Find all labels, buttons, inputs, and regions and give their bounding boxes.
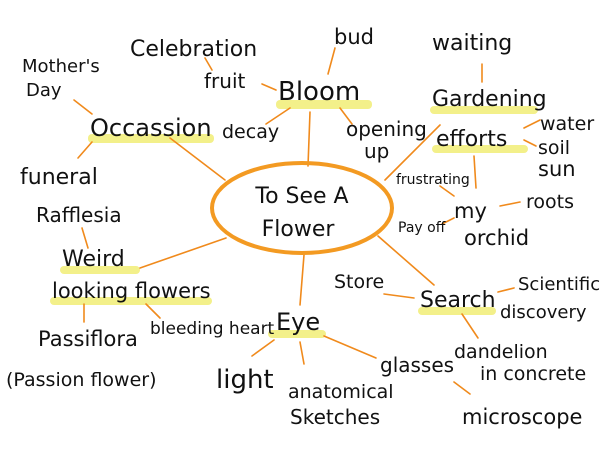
leaf-mothers-day-line2: Day: [26, 80, 62, 101]
branch-occasion: Occassion: [90, 114, 212, 142]
line-eye-glasses: [323, 335, 377, 359]
efforts-highlight: [432, 145, 528, 153]
leaf-funeral: funeral: [20, 165, 98, 190]
center-title-line2: Flower: [262, 217, 336, 242]
line-search-scientific: [497, 287, 515, 293]
connectors: [73, 47, 541, 395]
leaf-celebration: Celebration: [130, 37, 257, 62]
leaf-opening-line1: opening: [346, 117, 427, 141]
leaf-roots: roots: [526, 191, 574, 213]
line-occasion-funeral: [77, 141, 93, 159]
leaf-decay: decay: [222, 121, 279, 143]
occasion-highlight: [88, 134, 214, 143]
leaf-anatomical-line1: anatomical: [288, 381, 394, 403]
line-eye-light: [251, 339, 275, 357]
line-myorchid-payoff: [441, 217, 455, 225]
leaf-scientific-line1: Scientific: [518, 274, 600, 295]
line-weird-rafflesia: [81, 227, 89, 249]
line-efforts-soil: [523, 139, 537, 147]
weird-highlight: [60, 266, 140, 274]
leaf-rafflesia: Rafflesia: [36, 203, 122, 227]
leaf-bleeding-heart: bleeding heart: [150, 319, 275, 339]
line-glasses-microscope: [453, 381, 471, 395]
line-efforts-water: [523, 119, 541, 129]
branch-gardening-line2: efforts: [436, 127, 507, 152]
line-center-bloom: [307, 111, 311, 167]
branch-gardening-line1: Gardening: [432, 87, 547, 112]
line-center-search: [377, 235, 435, 286]
line-myorchid-roots: [499, 201, 521, 207]
leaf-soil: soil: [538, 137, 570, 159]
leaf-dandelion-line2: in concrete: [480, 363, 586, 385]
line-bloom-fruit: [261, 83, 277, 91]
leaf-passion-flower: (Passion flower): [6, 369, 157, 391]
leaf-water: water: [540, 113, 594, 135]
branch-search: Search: [420, 288, 496, 313]
bloom-highlight: [276, 100, 372, 109]
line-myorchid-frustrating: [439, 185, 455, 197]
leaf-glasses: glasses: [380, 353, 454, 377]
line-center-occasion: [169, 137, 226, 181]
leaf-opening-line2: up: [364, 139, 389, 163]
leaf-dandelion-line1: dandelion: [454, 341, 548, 363]
branch-weird-line1: Weird: [62, 247, 125, 272]
line-center-weird: [139, 237, 227, 269]
line-efforts-myorchid: [473, 155, 477, 189]
branch-eye: Eye: [276, 308, 320, 336]
line-bloom-decay: [265, 107, 291, 125]
line-fruit-celebration: [204, 57, 213, 71]
line-bloom-opening: [339, 107, 353, 125]
line-weird-bleeding: [145, 303, 161, 319]
leaf-fruit: fruit: [204, 69, 245, 93]
leaf-microscope: microscope: [462, 405, 582, 429]
leaf-passiflora: Passiflora: [38, 327, 138, 351]
leaf-myorchid-line2: orchid: [464, 226, 529, 250]
search-highlight: [418, 307, 496, 315]
leaf-store: Store: [334, 271, 384, 293]
highlights: [50, 100, 538, 338]
gardening-highlight: [430, 106, 538, 114]
leaf-sun: sun: [538, 157, 576, 181]
line-search-store: [383, 293, 415, 299]
leaf-myorchid-line1: my: [454, 199, 487, 223]
line-eye-anatomical: [299, 341, 305, 365]
leaf-payoff: Pay off: [398, 220, 446, 236]
line-search-dandelion: [461, 313, 479, 339]
line-center-eye: [299, 254, 305, 306]
leaf-light: light: [216, 365, 274, 395]
branch-bloom: Bloom: [278, 77, 360, 107]
leaf-anatomical-line2: Sketches: [290, 405, 380, 429]
leaf-scientific-line2: discovery: [500, 302, 587, 323]
leaf-frustrating: frustrating: [396, 172, 470, 188]
branch-weird-line2: looking flowers: [52, 279, 211, 303]
eye-highlight: [268, 330, 326, 338]
center-ellipse: [210, 161, 394, 255]
leaf-mothers-day-line1: Mother's: [22, 56, 100, 77]
weird-looking-highlight: [50, 297, 212, 305]
line-bloom-bud: [327, 47, 336, 75]
line-occasion-mothers: [73, 99, 93, 115]
line-center-gardening: [384, 124, 441, 181]
center-title-line1: To See A: [254, 184, 348, 209]
leaf-bud: bud: [334, 25, 374, 49]
leaf-waiting: waiting: [432, 31, 512, 56]
